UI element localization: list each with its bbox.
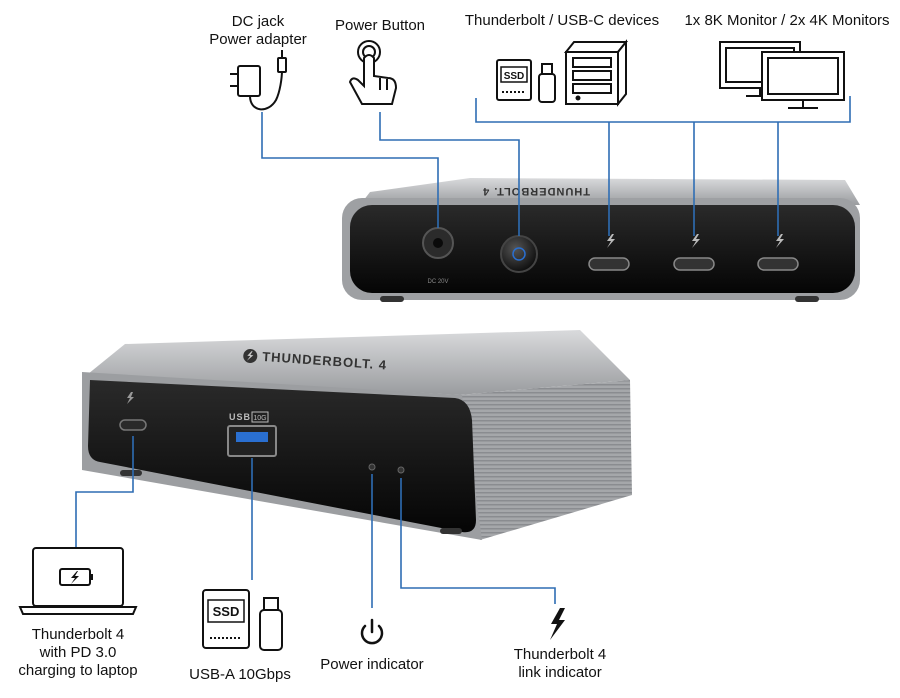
dock-front-foot [440,528,462,534]
line-dc-jack [261,112,439,228]
nas-icon [563,39,629,107]
line-tb-link [400,478,556,604]
power-button-caption: Power Button [334,17,426,34]
ssd-icon: SSD [202,589,250,649]
usba-caption: USB-A 10Gbps [189,666,291,683]
line-laptop [75,436,134,548]
dc-jack-label: DC 20V [427,279,448,285]
tb-devices-caption: Thunderbolt / USB-C devices [464,12,660,29]
dock-rear-foot [380,296,404,302]
thunderbolt-pd-port [119,392,147,431]
thunderbolt-port-2 [673,234,715,271]
monitors-caption: 1x 8K Monitor / 2x 4K Monitors [684,12,890,29]
svg-text:10G: 10G [253,415,266,422]
laptop-caption-line1: Thunderbolt 4 [31,626,125,643]
connector-lines [75,96,851,608]
dc-jack-caption-line1: DC jack [231,13,285,30]
dc-jack-caption-line2: Power adapter [209,31,307,48]
usb-stick-icon [538,63,556,103]
tb-link-caption-line2: link indicator [518,664,602,681]
power-button-port [500,235,538,273]
dock-front-foot [120,470,142,476]
laptop-caption-line3: charging to laptop [18,662,138,679]
usb-stick-icon [259,597,283,651]
power-button-led-ring [512,247,526,261]
dc-jack-pin [433,238,443,248]
line-device-bracket [475,96,851,123]
dock-front-view: THUNDERBOLT. 4 USB 10G [82,330,632,540]
tb-link-caption-line1: Thunderbolt 4 [513,646,607,663]
svg-text:SSD: SSD [213,604,240,619]
line-power-button [379,112,520,236]
power-indicator-caption: Power indicator [320,656,424,673]
tb-link-caption: Thunderbolt 4 link indicator [500,646,620,682]
dock-front-side [460,380,632,540]
dual-monitor-icon [719,41,845,109]
thunderbolt-port-1 [588,234,630,271]
tb-link-indicator-led [397,466,405,474]
thunderbolt-port-3 [757,234,799,271]
laptop-caption: Thunderbolt 4 with PD 3.0 charging to la… [6,626,150,680]
hand-pointer-icon [348,40,398,105]
svg-text:USB: USB [229,412,251,422]
dock-front-face [88,380,476,533]
laptop-caption-line2: with PD 3.0 [39,644,117,661]
dock-front-top-surface [88,330,630,395]
dock-rear-brand: THUNDERBOLT. 4 [482,185,590,197]
dc-jack-caption: DC jack Power adapter [196,13,320,49]
thunderbolt-bolt-icon [550,608,565,640]
power-adapter-icon [230,50,287,111]
dock-rear-view: THUNDERBOLT. 4 DC 20V [342,178,860,302]
laptop-charging-icon [18,547,138,615]
dock-rear-face [350,205,855,293]
dock-rear-foot [795,296,819,302]
svg-text:SSD: SSD [504,71,525,82]
usb-a-port: USB 10G [227,411,277,457]
power-indicator-led [368,463,376,471]
ssd-icon: SSD [496,59,532,101]
power-symbol-icon [360,618,384,645]
